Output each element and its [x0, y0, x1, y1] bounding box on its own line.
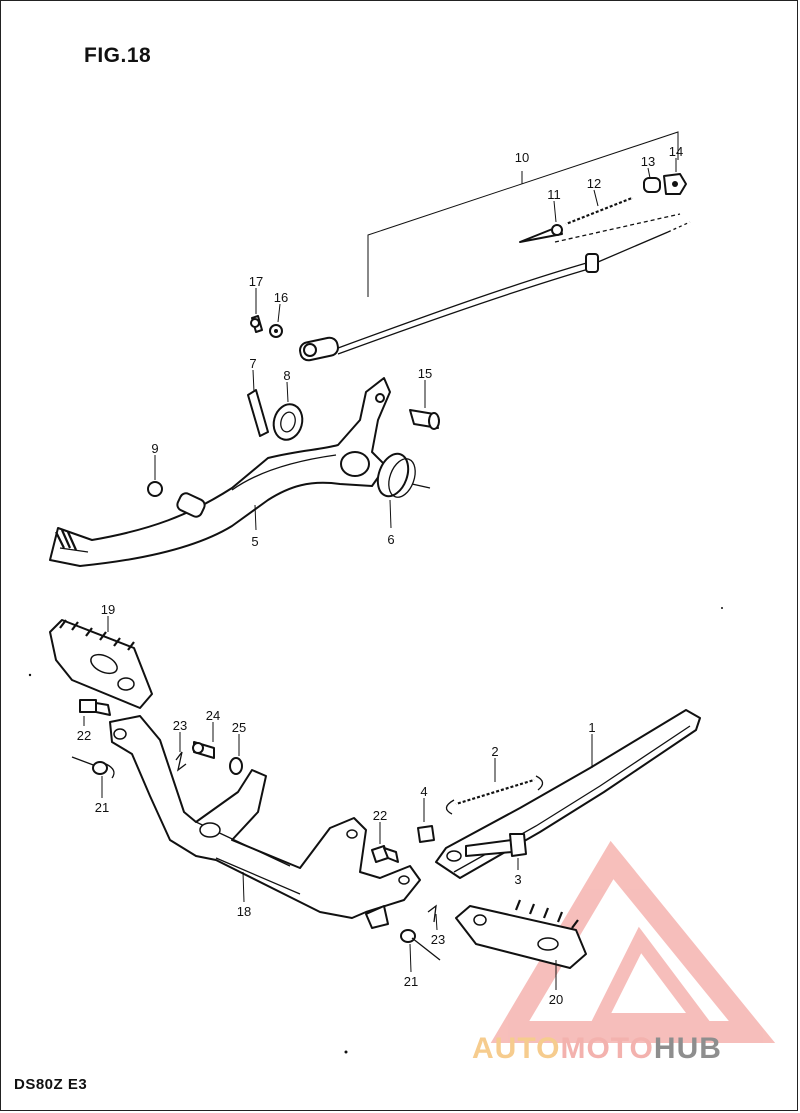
callout-6: 6 — [387, 532, 394, 547]
callout-17: 17 — [249, 274, 263, 289]
bolt-22-left — [79, 699, 111, 716]
callout-23-left: 23 — [173, 718, 187, 733]
brake-pedal — [49, 377, 391, 567]
brake-cable-assembly — [299, 221, 691, 362]
bolt-22-right — [371, 845, 399, 863]
callout-11: 11 — [547, 187, 561, 202]
callout-18: 18 — [237, 904, 251, 919]
callout-14: 14 — [669, 144, 683, 159]
callout-25: 25 — [232, 720, 246, 735]
small-pins-and-bolts-left — [71, 741, 243, 779]
callout-5: 5 — [251, 534, 258, 549]
callout-21-left: 21 — [95, 800, 109, 815]
callout-12: 12 — [587, 176, 601, 191]
clevis-pin-and-washer — [250, 315, 283, 338]
callout-22-left: 22 — [77, 728, 91, 743]
watermark-auto: AUTO — [472, 1032, 561, 1065]
scan-specks — [28, 607, 723, 1054]
model-label: DS80Z E3 — [14, 1076, 88, 1093]
callout-19: 19 — [101, 602, 115, 617]
figure-title: FIG.18 — [84, 44, 152, 67]
watermark-text: AUTOMOTOHUB — [472, 1032, 722, 1066]
cable-group-bracket — [367, 131, 679, 297]
callout-21-right: 21 — [404, 974, 418, 989]
callout-13: 13 — [641, 154, 655, 169]
callout-numbers: 10 13 14 11 12 17 16 7 8 15 9 5 6 19 22 … — [77, 144, 683, 1007]
leader-lines — [83, 158, 677, 990]
callout-1: 1 — [588, 720, 595, 735]
callout-22-right: 22 — [373, 808, 387, 823]
side-stand-assembly — [417, 709, 701, 879]
callout-15: 15 — [418, 366, 432, 381]
callout-3: 3 — [514, 872, 521, 887]
cable-adjuster-parts — [519, 173, 687, 243]
callout-20: 20 — [549, 992, 563, 1007]
callout-24: 24 — [206, 708, 220, 723]
nut-9 — [147, 481, 163, 497]
callout-23-right: 23 — [431, 932, 445, 947]
pin-washer-bolt — [247, 389, 440, 441]
callout-16: 16 — [274, 290, 288, 305]
footrest-bracket — [109, 715, 421, 929]
callout-9: 9 — [151, 441, 158, 456]
callout-10: 10 — [515, 150, 529, 165]
small-pins-right — [400, 904, 441, 961]
watermark-moto: MOTO — [560, 1032, 654, 1065]
callout-4: 4 — [420, 784, 427, 799]
footrest-left — [49, 619, 153, 709]
callout-8: 8 — [283, 368, 290, 383]
callout-7: 7 — [249, 356, 256, 371]
return-spring — [376, 452, 431, 498]
callout-2: 2 — [491, 744, 498, 759]
footrest-right — [455, 899, 587, 969]
watermark-hub: HUB — [653, 1032, 722, 1065]
